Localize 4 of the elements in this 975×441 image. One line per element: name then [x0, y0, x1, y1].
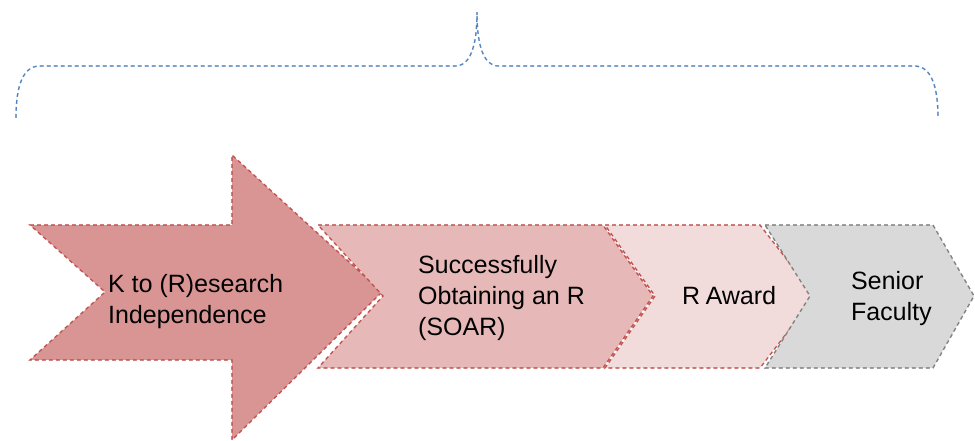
- stage-label: R Award: [682, 281, 776, 312]
- stage-label: Senior Faculty: [851, 266, 933, 328]
- stage-label: K to (R)esearch Independence: [108, 269, 284, 331]
- stage-label: Successfully Obtaining an R (SOAR): [418, 250, 586, 343]
